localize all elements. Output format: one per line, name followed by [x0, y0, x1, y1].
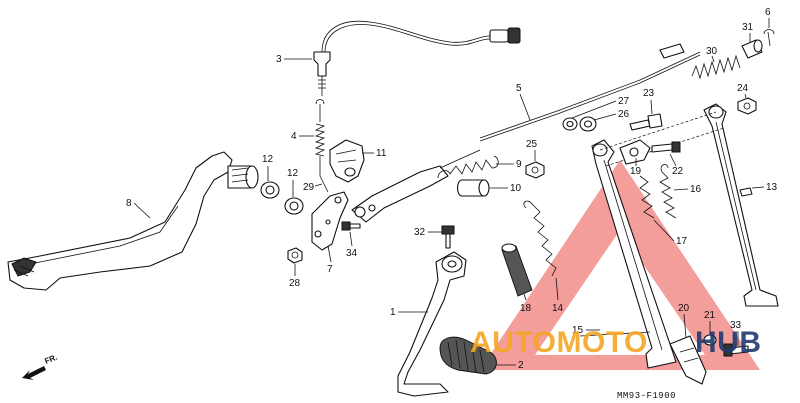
- side-stand-1: [397, 251, 467, 397]
- callout-12-b: 12: [287, 168, 299, 179]
- callout-7: 7: [327, 264, 333, 275]
- watermark: AUTOMOTO HUB: [470, 326, 762, 359]
- stand-spring-16: [659, 164, 677, 219]
- callout-28: 28: [289, 278, 301, 289]
- callout-29: 29: [303, 182, 315, 193]
- callout-24: 24: [737, 83, 749, 94]
- cover-11: [329, 139, 365, 183]
- rubber-sleeve-18: [501, 243, 533, 297]
- callout-18: 18: [520, 303, 532, 314]
- step-bar-15: [579, 331, 651, 337]
- callout-22: 22: [672, 166, 684, 177]
- callout-15: 15: [572, 325, 584, 336]
- callout-3: 3: [276, 54, 282, 65]
- washer-26: [579, 116, 597, 132]
- callout-6: 6: [765, 7, 771, 18]
- brake-pedal: [7, 151, 259, 291]
- spring-30: [691, 54, 741, 80]
- brake-rod-5: [351, 43, 701, 223]
- callout-5: 5: [516, 83, 522, 94]
- callout-21: 21: [704, 310, 716, 321]
- callout-16: 16: [690, 184, 702, 195]
- callout-34: 34: [346, 248, 358, 259]
- arm-7: [311, 191, 349, 251]
- footrest-rubber-2: [439, 336, 497, 375]
- washer-12-b: [284, 197, 304, 215]
- stand-spring-17: [639, 175, 655, 219]
- spring-14: [523, 200, 557, 277]
- callout-31: 31: [742, 22, 754, 33]
- watermark-text-orange: AUTOMOTO: [470, 326, 648, 359]
- callout-13: 13: [766, 182, 778, 193]
- callout-30: 30: [706, 46, 718, 57]
- callout-9: 9: [516, 159, 522, 170]
- washer-12-a: [260, 181, 280, 199]
- callout-23: 23: [643, 88, 655, 99]
- collar-10: [456, 179, 490, 197]
- pivot-bracket-19: [619, 139, 651, 165]
- callout-19: 19: [630, 166, 642, 177]
- diagram-code: MM93-F1900: [617, 391, 676, 401]
- stopper-rubber-20: [669, 335, 707, 385]
- callout-1: 1: [390, 307, 396, 318]
- callout-14: 14: [552, 303, 564, 314]
- collar-31: [741, 39, 763, 59]
- bolt-23: [629, 113, 663, 131]
- callout-33: 33: [730, 320, 742, 331]
- stop-switch-wire: [313, 20, 521, 96]
- nut-24: [737, 97, 757, 115]
- callout-32: 32: [414, 227, 426, 238]
- return-spring-9: [437, 155, 499, 179]
- front-direction-label: FR.: [43, 353, 58, 366]
- callout-12-a: 12: [262, 154, 274, 165]
- pin-29: [319, 175, 329, 193]
- bolt-33: [723, 343, 749, 357]
- callout-11: 11: [376, 148, 387, 159]
- watermark-text-navy: HUB: [695, 326, 762, 359]
- pivot-bolt-32: [441, 225, 455, 249]
- washer-27: [562, 117, 578, 131]
- callout-17: 17: [676, 236, 688, 247]
- callout-20: 20: [678, 303, 690, 314]
- callout-27: 27: [618, 96, 630, 107]
- callout-26: 26: [618, 109, 630, 120]
- callout-2: 2: [518, 360, 524, 371]
- callout-8: 8: [126, 198, 132, 209]
- cotter-pin-6: [763, 29, 775, 47]
- callout-25: 25: [526, 139, 538, 150]
- switch-spring-4: [314, 99, 326, 176]
- bolt-22: [651, 141, 681, 153]
- nut-28: [287, 247, 303, 264]
- front-direction-arrow-icon: [22, 366, 46, 380]
- bolt-34: [341, 221, 361, 231]
- watermark-triangle: [480, 160, 760, 370]
- callout-4: 4: [291, 131, 297, 142]
- callout-10: 10: [510, 183, 522, 194]
- nut-25: [525, 161, 545, 179]
